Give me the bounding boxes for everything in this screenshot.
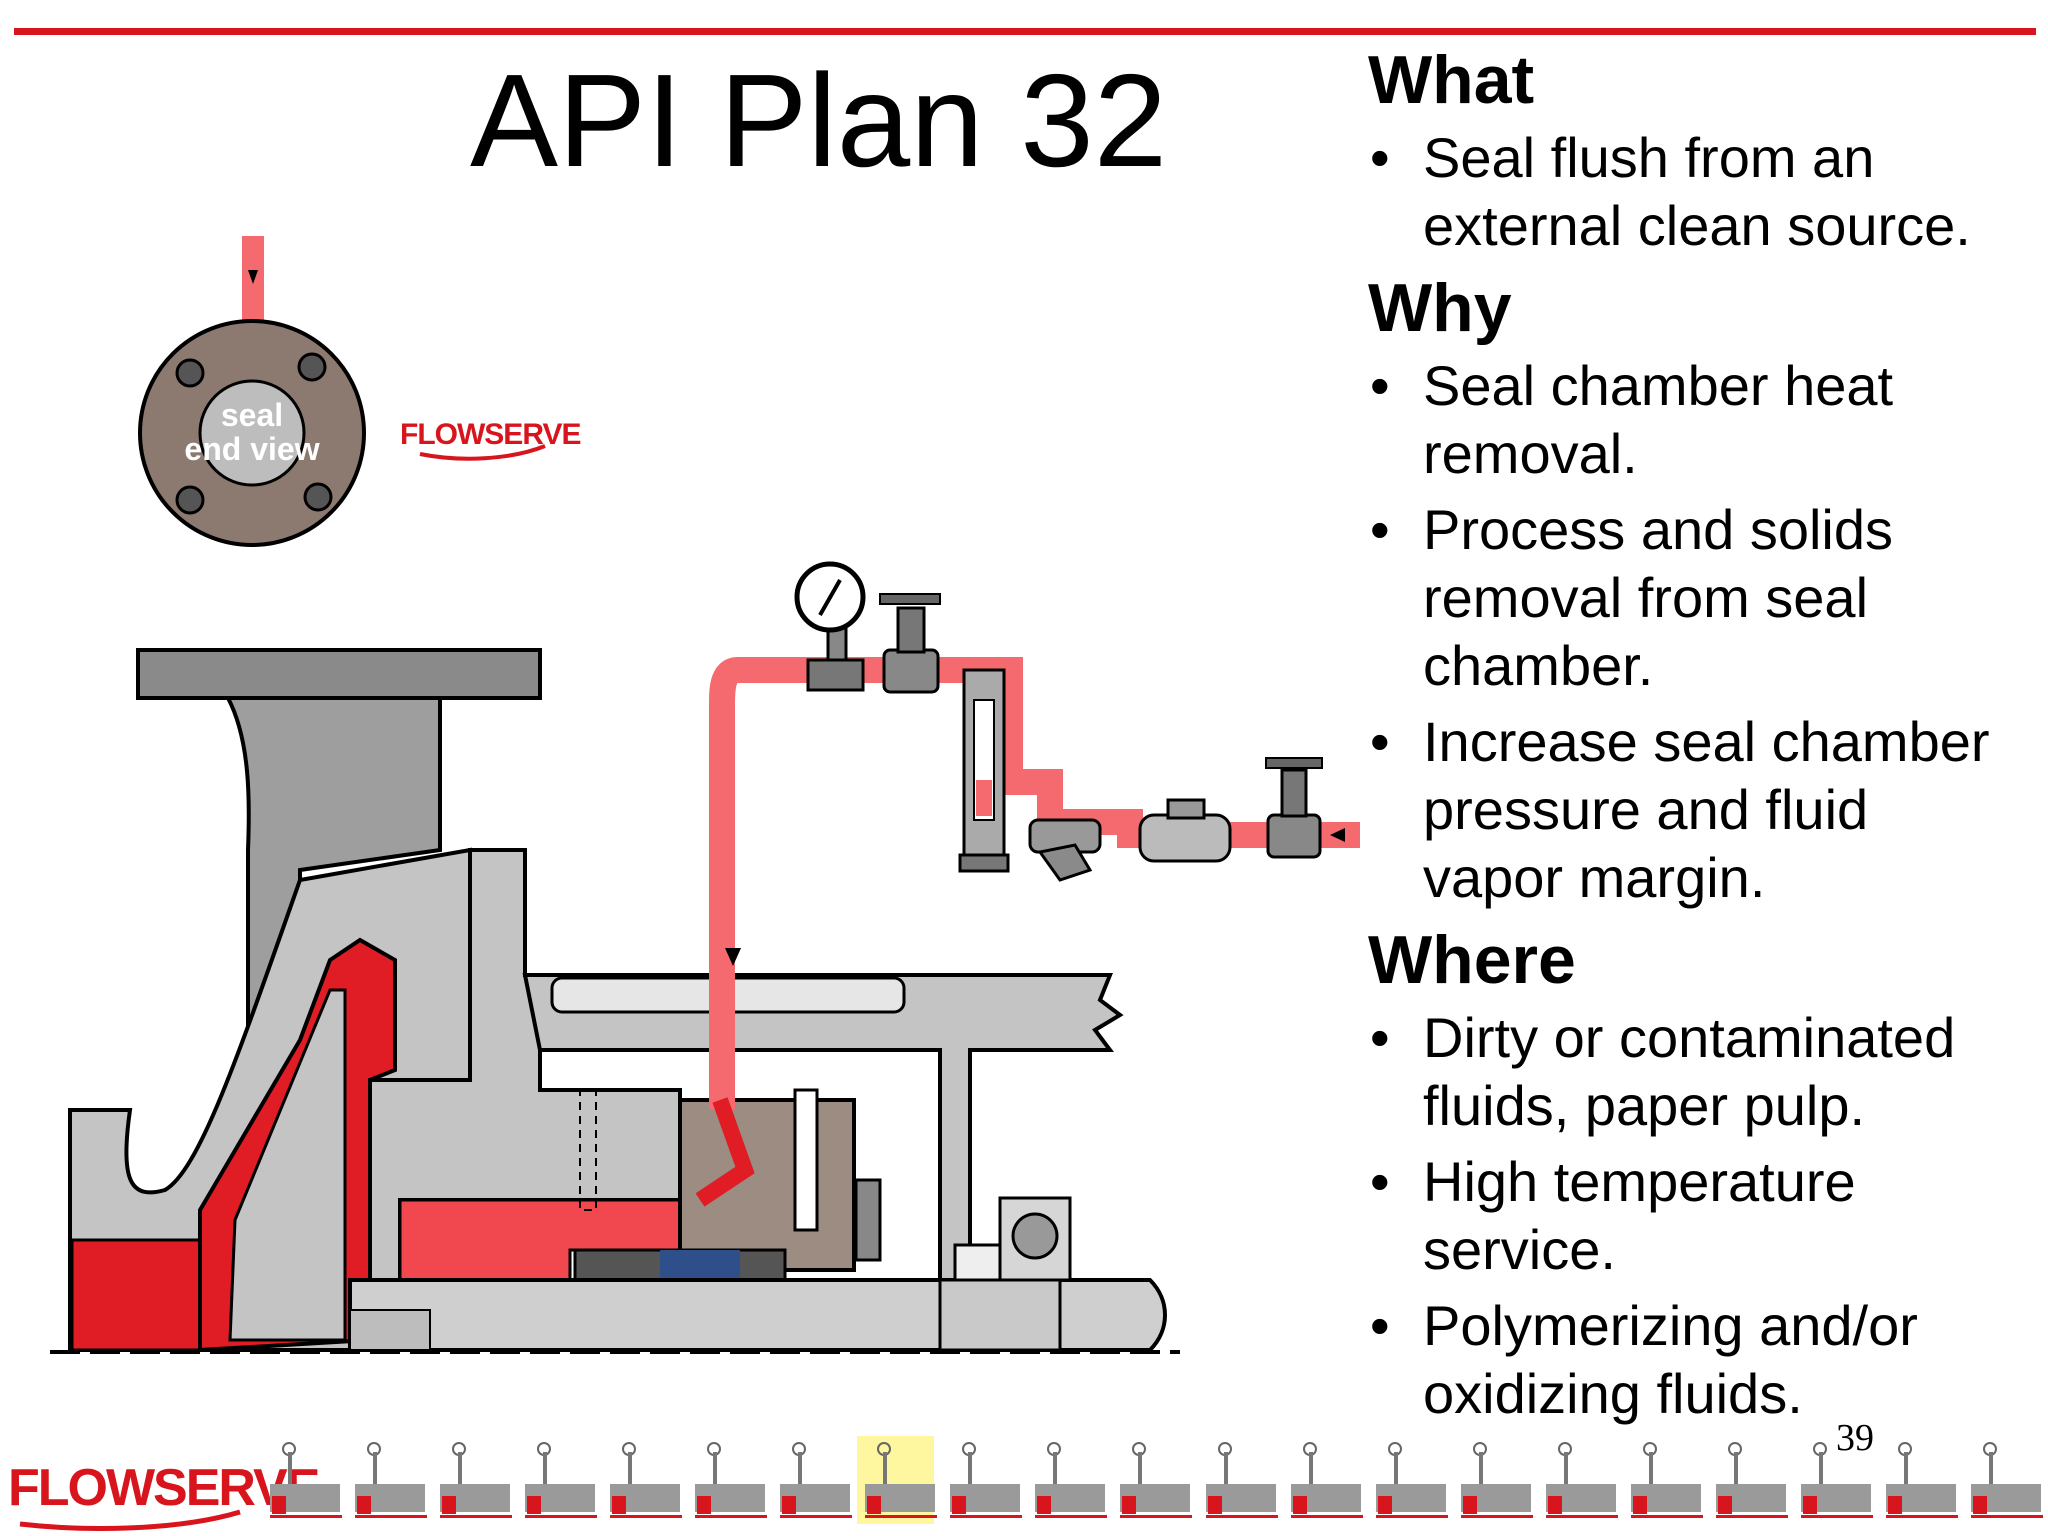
- notes-column: What •Seal flush from an external clean …: [1368, 40, 2008, 1436]
- plan-thumbnail[interactable]: [262, 1436, 342, 1524]
- plan-thumbnail[interactable]: [1027, 1436, 1108, 1524]
- plan-thumbnail[interactable]: [1793, 1436, 1873, 1524]
- seal-end-view: [138, 236, 366, 547]
- plan-thumbnail[interactable]: [602, 1436, 683, 1524]
- plan-thumbnail-strip: [262, 1436, 2043, 1526]
- section-where-heading: Where: [1368, 922, 1576, 998]
- bullet-item: •Seal flush from an external clean sourc…: [1370, 126, 1971, 257]
- block-valve-icon: [879, 593, 941, 694]
- bullet-item: •Seal chamber heat removal.: [1370, 354, 1894, 485]
- bullet-item: •Polymerizing and/or oxidizing fluids.: [1370, 1294, 1918, 1425]
- plan-thumbnail[interactable]: [857, 1436, 938, 1524]
- pressure-gauge-icon: [794, 561, 866, 692]
- seal-label-line2: end view: [184, 431, 320, 467]
- section-what-list: •Seal flush from an external clean sourc…: [1368, 124, 2008, 260]
- bullet-item: •High temperature service.: [1370, 1150, 1856, 1281]
- plan-thumbnail[interactable]: [1453, 1436, 1533, 1524]
- plan-thumbnail[interactable]: [1368, 1436, 1448, 1524]
- plan-thumbnail[interactable]: [1623, 1436, 1703, 1524]
- flowserve-logo-small: FLOWSERVE: [400, 418, 581, 451]
- plan-thumbnail[interactable]: [1538, 1436, 1618, 1524]
- seal-label-line1: seal: [220, 397, 284, 433]
- plan-thumbnail[interactable]: [687, 1436, 768, 1524]
- slide-title: API Plan 32: [470, 47, 1168, 194]
- bullet-item: •Dirty or contaminated fluids, paper pul…: [1370, 1006, 1956, 1137]
- top-rule: [14, 28, 2036, 35]
- section-what-heading: What: [1368, 42, 1535, 118]
- plan-thumbnail[interactable]: [432, 1436, 513, 1524]
- plan-thumbnail[interactable]: [1963, 1436, 2043, 1524]
- flow-meter-icon: [958, 668, 1010, 873]
- flange-bolt-icon: [175, 352, 333, 515]
- section-why-heading: Why: [1368, 270, 1512, 346]
- pump-casing: [68, 648, 1167, 1353]
- section-why-list: •Seal chamber heat removal. •Process and…: [1368, 352, 2008, 912]
- flowserve-logo: FLOWSERVE: [8, 1459, 320, 1517]
- plan-thumbnail[interactable]: [1112, 1436, 1193, 1524]
- plan-thumbnail[interactable]: [1283, 1436, 1363, 1524]
- plan-thumbnail[interactable]: [1878, 1436, 1958, 1524]
- section-where-list: •Dirty or contaminated fluids, paper pul…: [1368, 1004, 2008, 1428]
- plan-thumbnail[interactable]: [347, 1436, 428, 1524]
- plan-thumbnail[interactable]: [772, 1436, 853, 1524]
- page-number: 39: [1836, 1417, 1874, 1459]
- plan-thumbnail[interactable]: [517, 1436, 598, 1524]
- plan-thumbnail[interactable]: [942, 1436, 1023, 1524]
- plan-thumbnail[interactable]: [1198, 1436, 1278, 1524]
- inlet-valve-icon: [1265, 757, 1323, 859]
- plan-thumbnail[interactable]: [1708, 1436, 1788, 1524]
- check-valve-icon: [1138, 798, 1232, 863]
- strainer-icon: [1028, 818, 1102, 882]
- bullet-item: •Process and solids removal from seal ch…: [1370, 498, 1894, 697]
- bullet-item: •Increase seal chamber pressure and flui…: [1370, 710, 1990, 909]
